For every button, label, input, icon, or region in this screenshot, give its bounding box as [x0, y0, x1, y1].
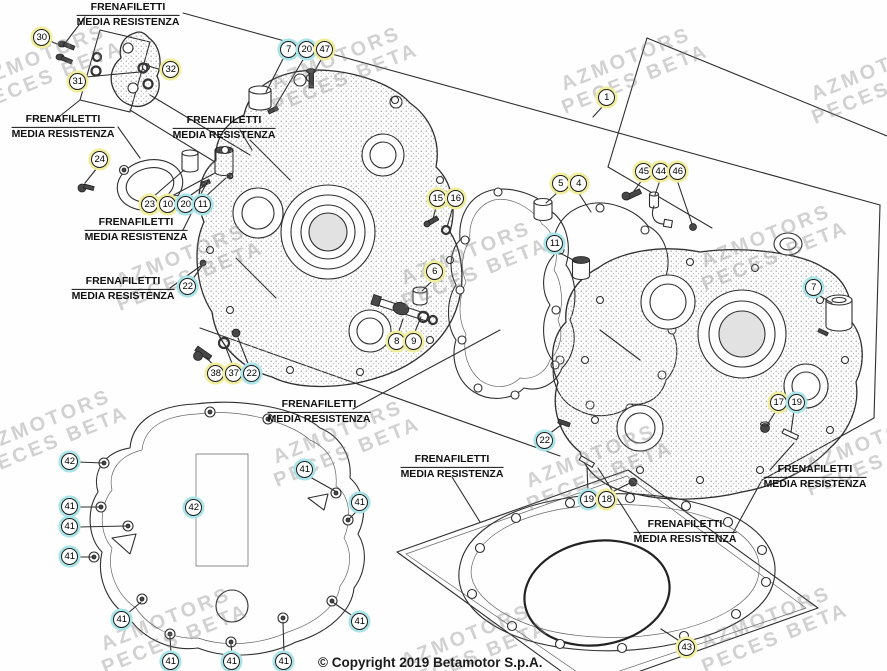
callout-20: 20	[177, 196, 195, 214]
callout-16: 16	[447, 190, 465, 208]
callout-22: 22	[179, 278, 197, 296]
callout-6: 6	[426, 263, 444, 281]
callout-18: 18	[598, 491, 616, 509]
leader-lines	[49, 40, 833, 654]
callout-22: 22	[243, 365, 261, 383]
callout-42: 42	[185, 499, 203, 517]
callout-22: 22	[536, 432, 554, 450]
callout-11: 11	[194, 196, 212, 214]
callout-37: 37	[225, 365, 243, 383]
small-parts-drawing	[193, 68, 853, 487]
callout-7: 7	[280, 41, 298, 59]
bottom-gasket-drawing	[88, 401, 365, 656]
callout-44: 44	[652, 163, 670, 181]
callout-45: 45	[635, 163, 653, 181]
callout-20: 20	[298, 41, 316, 59]
callout-41: 41	[351, 613, 369, 631]
callout-31: 31	[69, 73, 87, 91]
callout-41: 41	[275, 653, 293, 671]
callout-47: 47	[316, 41, 334, 59]
callout-1: 1	[598, 89, 616, 107]
callout-38: 38	[207, 365, 225, 383]
callout-9: 9	[405, 333, 423, 351]
callout-4: 4	[570, 175, 588, 193]
callout-30: 30	[33, 29, 51, 47]
callout-42: 42	[61, 453, 79, 471]
right-crankcase-drawing	[551, 232, 863, 500]
callout-43: 43	[678, 639, 696, 657]
callout-8: 8	[388, 333, 406, 351]
clutch-gasket-drawing	[396, 469, 819, 671]
callout-41: 41	[113, 611, 131, 629]
callout-17: 17	[770, 394, 788, 412]
callout-10: 10	[159, 196, 177, 214]
callout-15: 15	[429, 190, 447, 208]
callout-5: 5	[552, 175, 570, 193]
boundary-lines	[54, 12, 887, 534]
bracket-32-drawing	[55, 31, 161, 107]
callout-19: 19	[788, 394, 806, 412]
callout-7: 7	[805, 279, 823, 297]
callout-41: 41	[223, 653, 241, 671]
callout-19: 19	[580, 491, 598, 509]
callout-41: 41	[351, 494, 369, 512]
callout-41: 41	[61, 498, 79, 516]
callout-41: 41	[61, 548, 79, 566]
callout-41: 41	[61, 518, 79, 536]
callout-46: 46	[669, 163, 687, 181]
callout-41: 41	[296, 461, 314, 479]
callout-11: 11	[546, 235, 564, 253]
copyright-text: © Copyright 2019 Betamotor S.p.A.	[318, 655, 543, 670]
callout-41: 41	[162, 653, 180, 671]
callout-32: 32	[162, 61, 180, 79]
callout-23: 23	[141, 196, 159, 214]
callout-24: 24	[91, 151, 109, 169]
